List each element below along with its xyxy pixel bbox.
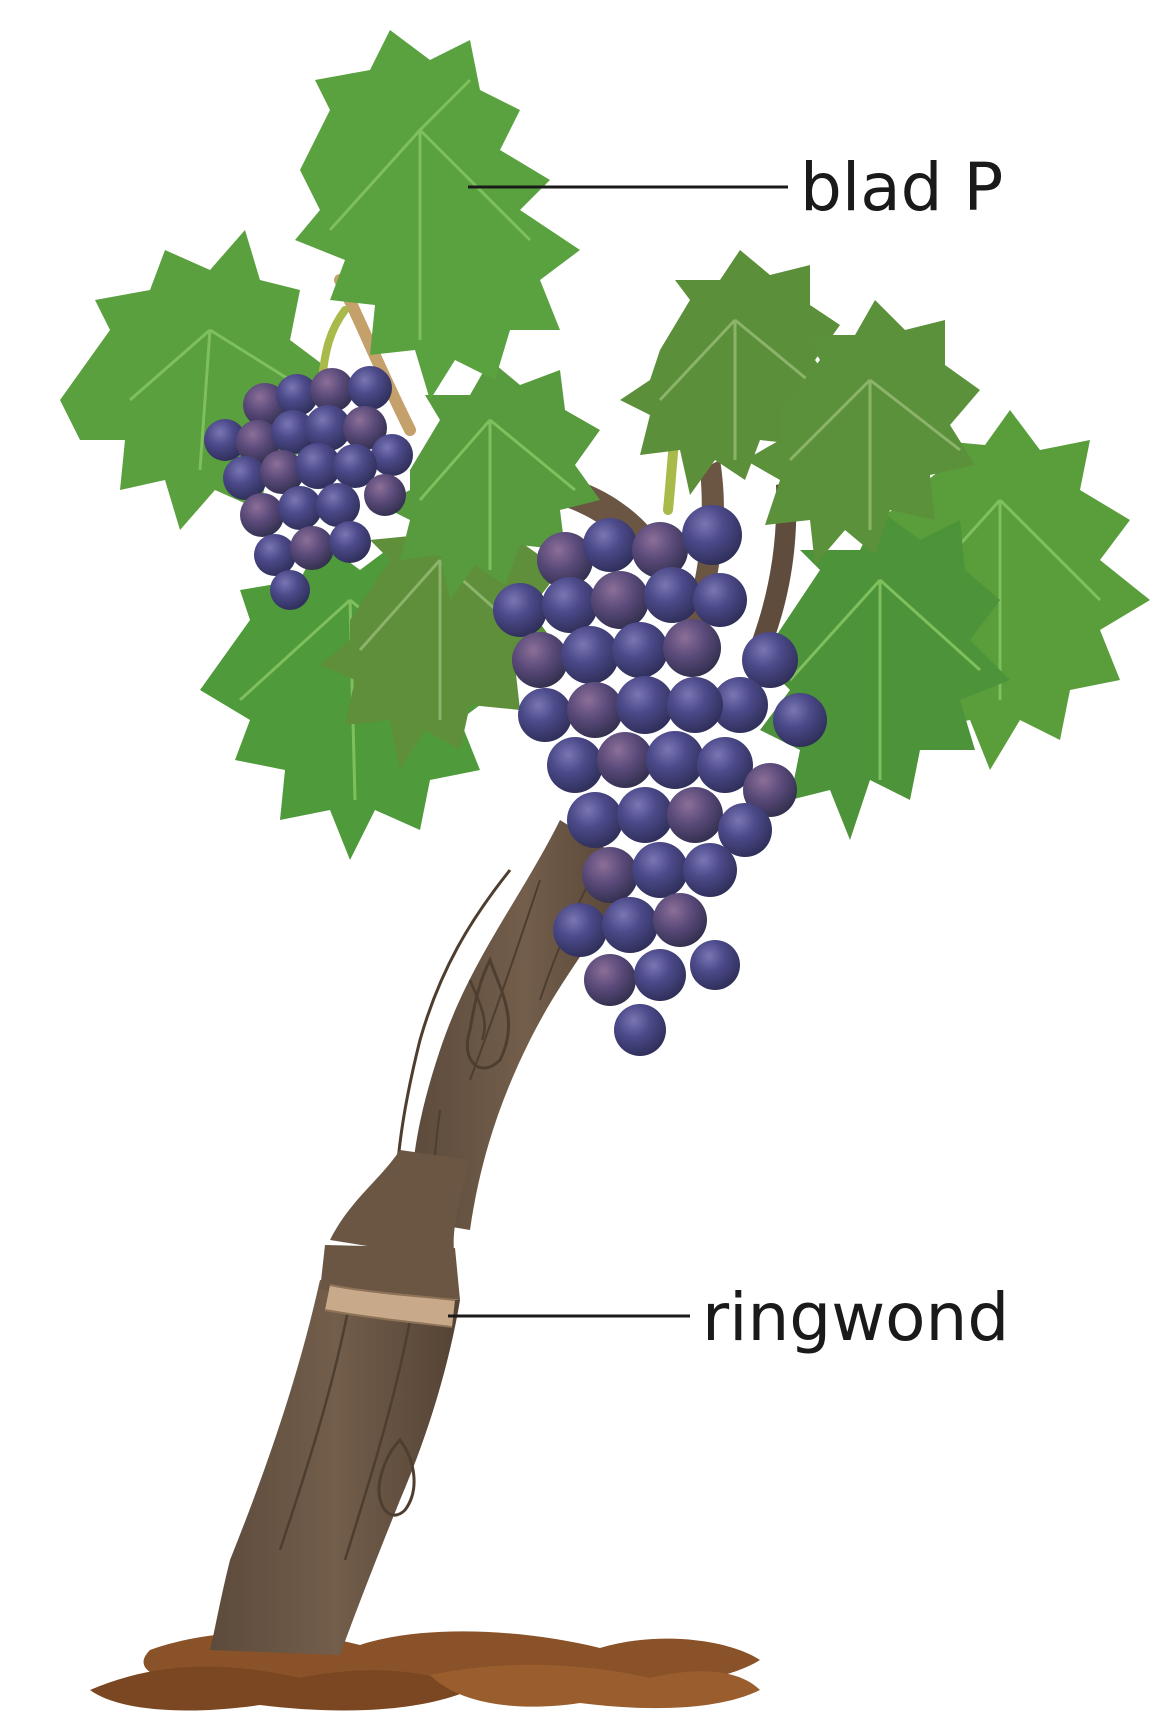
label-blad-p: blad P [468,149,1003,226]
label-blad-p-text: blad P [800,149,1003,226]
leaf-top-blad-p [295,30,580,400]
label-ringwond-text: ringwond [702,1279,1009,1356]
label-ringwond: ringwond [448,1279,1009,1356]
soil [90,1631,760,1710]
